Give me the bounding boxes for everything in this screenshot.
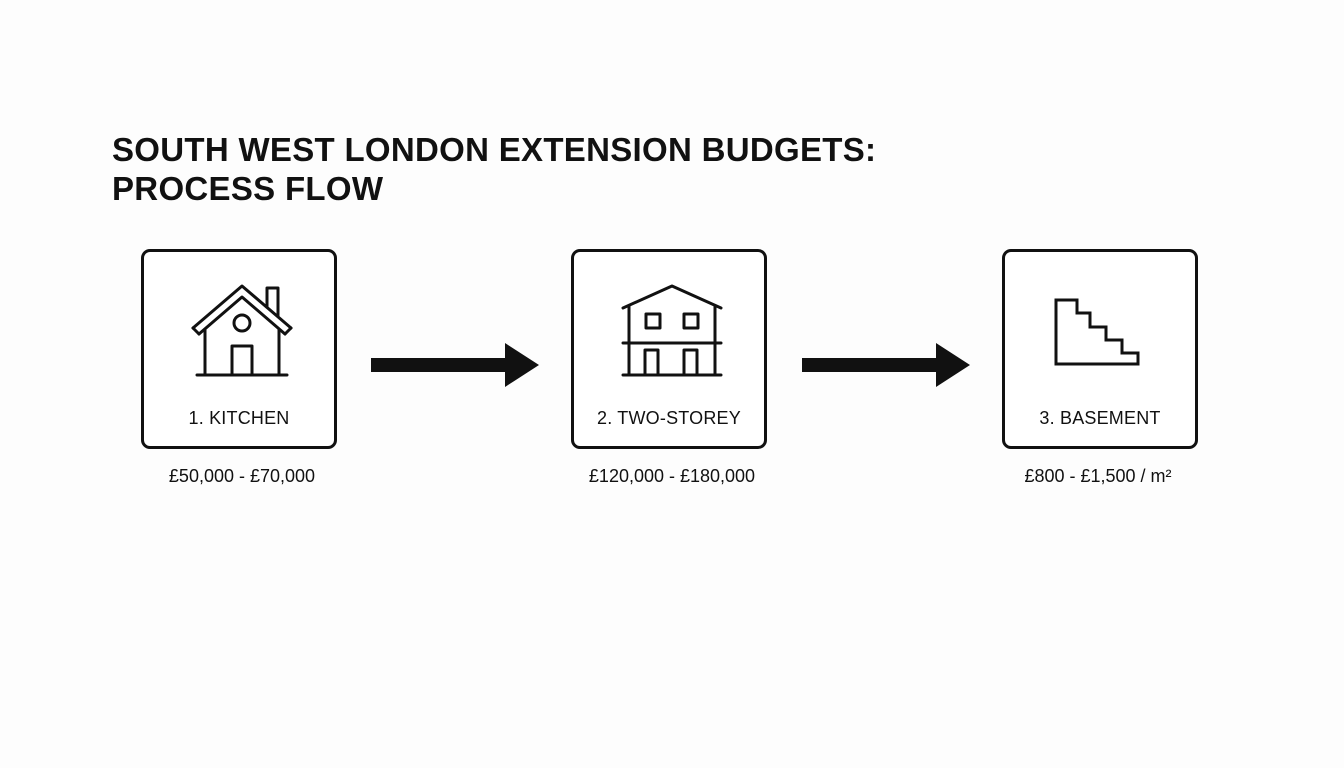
title-line-1: SOUTH WEST LONDON EXTENSION BUDGETS:: [112, 131, 877, 168]
arrow-right-icon: [371, 343, 539, 387]
step-cost-two-storey: £120,000 - £180,000: [588, 466, 756, 486]
diagram-title: SOUTH WEST LONDON EXTENSION BUDGETS: PRO…: [112, 130, 876, 208]
house-icon: [191, 284, 293, 377]
step-box-basement: 3. BASEMENT: [1002, 249, 1198, 449]
arrow-right-icon: [802, 343, 970, 387]
two-storey-house-icon: [621, 284, 723, 377]
step-box-two-storey: 2. TWO-STOREY: [571, 249, 767, 449]
step-label-two-storey: 2. TWO-STOREY: [597, 408, 741, 428]
step-cost-kitchen: £50,000 - £70,000: [168, 466, 316, 486]
title-line-2: PROCESS FLOW: [112, 170, 384, 207]
step-box-kitchen: 1. KITCHEN: [141, 249, 337, 449]
step-label-kitchen: 1. KITCHEN: [188, 408, 290, 428]
stairs-icon: [1054, 298, 1140, 366]
step-label-basement: 3. BASEMENT: [1039, 408, 1161, 428]
step-cost-basement: £800 - £1,500 / m²: [1024, 466, 1172, 486]
